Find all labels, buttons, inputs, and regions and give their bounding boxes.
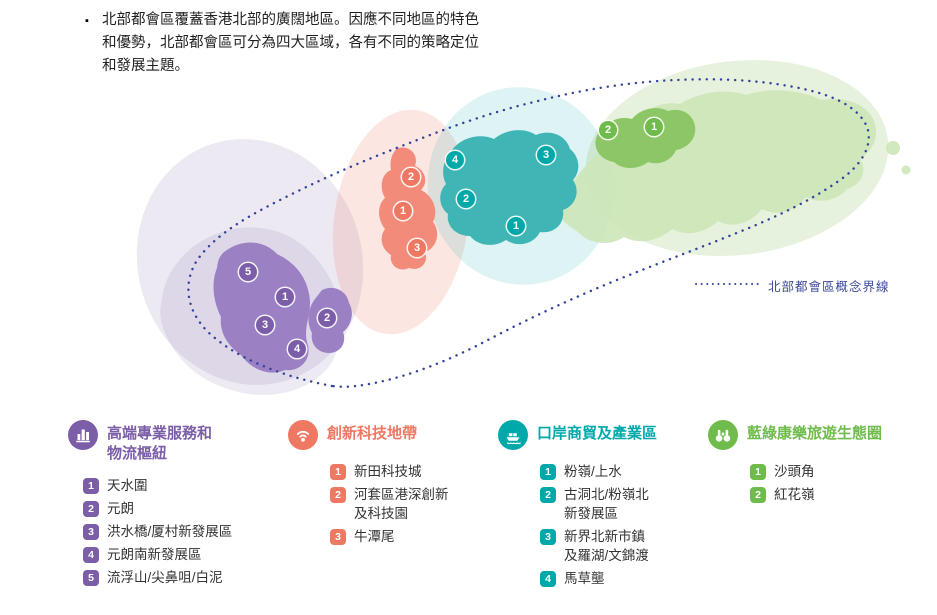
item-number-badge: 2: [750, 487, 766, 503]
item-number-badge: 2: [540, 487, 556, 503]
boundary-line-label: 北部都會區概念界線: [768, 280, 890, 294]
item-number-badge: 1: [330, 464, 346, 480]
intro-text: ▪ 北部都會區覆蓋香港北部的廣闊地區。因應不同地區的特色 和優勢，北部都會區可分…: [85, 9, 532, 78]
legend-item: 2 紅花嶺: [750, 485, 923, 504]
port-ship-icon: [498, 420, 528, 450]
legend-zone-innovation: 創新科技地帶 1 新田科技城 2 河套區港深創新 及科技園 3 牛潭尾: [288, 420, 503, 550]
map-marker-logistics-4: 4: [288, 340, 306, 358]
legend-item: 2 古洞北/粉嶺北 新發展區: [540, 485, 713, 523]
map-marker-logistics-2: 2: [318, 309, 336, 327]
item-label: 河套區港深創新 及科技園: [354, 487, 449, 521]
item-label: 沙頭角: [774, 464, 815, 479]
item-label: 流浮山/尖鼻咀/白泥: [107, 570, 223, 585]
legend-zone-eco: 藍綠康樂旅遊生態圈 1 沙頭角 2 紅花嶺: [708, 420, 923, 508]
item-number-badge: 3: [540, 529, 556, 545]
island: [901, 165, 911, 175]
map-marker-trade-4: 4: [446, 151, 464, 169]
legend-zone-title: 口岸商貿及產業區: [537, 425, 658, 442]
map-marker-eco-2: 2: [599, 121, 617, 139]
map-marker-logistics-1: 1: [276, 288, 294, 306]
legend-item: 2 元朗: [83, 499, 283, 518]
intro-line: 北部都會區覆蓋香港北部的廣闊地區。因應不同地區的特色: [102, 12, 479, 28]
map-marker-innovation-1: 1: [394, 202, 412, 220]
island: [886, 141, 900, 155]
legend-zone-trade: 口岸商貿及產業區 1 粉嶺/上水 2 古洞北/粉嶺北 新發展區 3 新界北新市鎮…: [498, 420, 713, 592]
map-marker-logistics-5: 5: [239, 263, 257, 281]
hub-building-icon: [68, 420, 98, 450]
map-marker-innovation-3: 3: [408, 239, 426, 257]
legend-item: 1 沙頭角: [750, 462, 923, 481]
item-label: 馬草壟: [564, 571, 605, 586]
legend-item: 1 天水圍: [83, 476, 283, 495]
legend-item: 5 流浮山/尖鼻咀/白泥: [83, 568, 283, 587]
item-label: 紅花嶺: [774, 487, 815, 502]
intro-line: 和優勢，北部都會區可分為四大區域，各有不同的策略定位: [102, 35, 479, 51]
signal-waves-icon: [288, 420, 318, 450]
region-shape-logistics-main: [213, 242, 310, 373]
item-number-badge: 1: [750, 464, 766, 480]
legend-item: 2 河套區港深創新 及科技園: [330, 485, 503, 523]
item-label: 粉嶺/上水: [564, 464, 622, 479]
item-number-badge: 1: [540, 464, 556, 480]
item-label: 新界北新市鎮 及羅湖/文錦渡: [564, 529, 649, 563]
item-number-badge: 4: [83, 547, 99, 563]
legend-item: 3 洪水橋/厦村新發展區: [83, 522, 283, 541]
map-canvas: [136, 59, 911, 395]
legend-item: 1 新田科技城: [330, 462, 503, 481]
map-marker-trade-2: 2: [457, 190, 475, 208]
legend-item: 3 新界北新市鎮 及羅湖/文錦渡: [540, 527, 713, 565]
map-marker-eco-1: 1: [645, 118, 663, 136]
item-number-badge: 4: [540, 571, 556, 587]
map-marker-logistics-3: 3: [256, 316, 274, 334]
item-label: 天水圍: [107, 478, 148, 493]
map-marker-trade-1: 1: [507, 217, 525, 235]
item-number-badge: 1: [83, 478, 99, 494]
item-label: 元朗南新發展區: [107, 547, 202, 562]
item-number-badge: 3: [83, 524, 99, 540]
map-marker-innovation-2: 2: [402, 168, 420, 186]
item-number-badge: 3: [330, 529, 346, 545]
legend-zone-title: 藍綠康樂旅遊生態圈: [747, 425, 883, 442]
item-label: 牛潭尾: [354, 529, 395, 544]
map-marker-trade-3: 3: [537, 146, 555, 164]
item-label: 新田科技城: [354, 464, 422, 479]
item-number-badge: 5: [83, 570, 99, 586]
bullet-square: ▪: [85, 15, 89, 27]
region-shape-eco: [595, 108, 696, 168]
legend-item: 3 牛潭尾: [330, 527, 503, 546]
binoculars-icon: [708, 420, 738, 450]
item-label: 古洞北/粉嶺北 新發展區: [564, 487, 649, 521]
item-label: 元朗: [107, 501, 134, 516]
legend-item: 4 馬草壟: [540, 569, 713, 588]
legend-item: 1 粉嶺/上水: [540, 462, 713, 481]
boundary-dotted-line: [187, 78, 870, 388]
intro-line: 和發展主題。: [102, 58, 189, 74]
item-number-badge: 2: [330, 487, 346, 503]
legend-item: 4 元朗南新發展區: [83, 545, 283, 564]
item-label: 洪水橋/厦村新發展區: [107, 524, 233, 539]
item-number-badge: 2: [83, 501, 99, 517]
legend-zone-title: 高端專業服務和 物流樞紐: [107, 425, 213, 462]
legend-zone-logistics: 高端專業服務和 物流樞紐 1 天水圍 2 元朗 3 洪水橋/厦村新發展區 4 元…: [68, 420, 283, 591]
legend-zone-title: 創新科技地帶: [327, 425, 418, 442]
